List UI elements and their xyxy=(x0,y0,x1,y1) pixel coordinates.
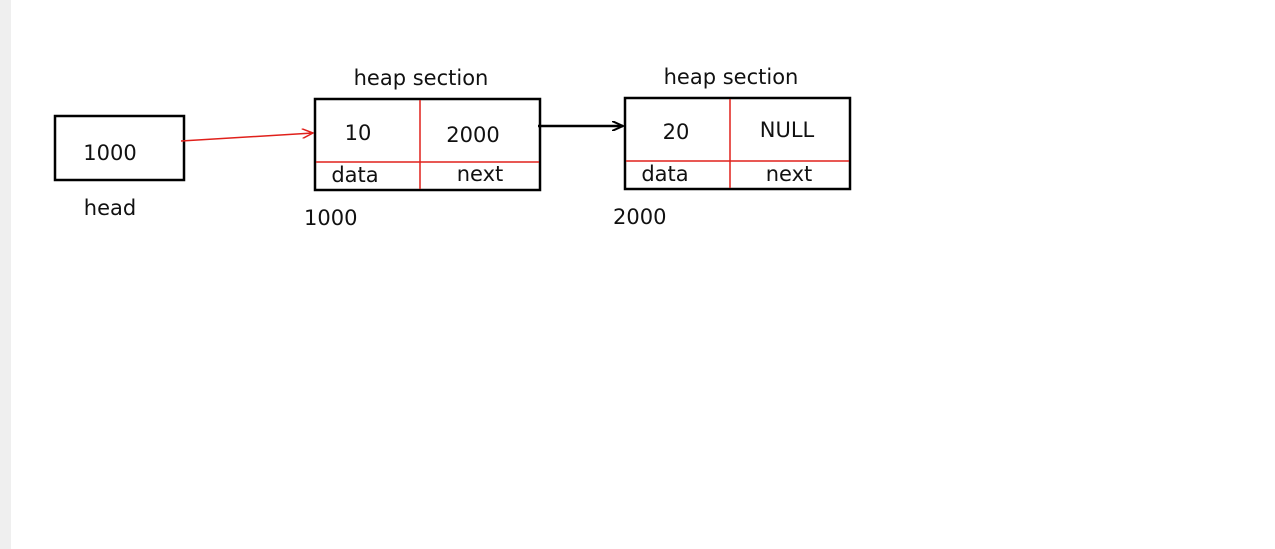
node-2-next-label: next xyxy=(766,162,813,186)
head-pointer: 1000 head xyxy=(53,114,186,220)
node-2: heap section 20 NULL data next 2000 xyxy=(613,65,852,229)
node-1-address: 1000 xyxy=(304,206,357,230)
head-to-node1-arrow xyxy=(180,133,313,142)
left-margin-bar xyxy=(0,0,11,549)
head-value: 1000 xyxy=(83,141,136,165)
node-2-title: heap section xyxy=(664,65,799,89)
node-2-box xyxy=(623,96,852,191)
node-2-data-value: 20 xyxy=(663,120,690,144)
node-1: heap section 10 2000 data next 1000 xyxy=(304,66,542,230)
node-2-data-label: data xyxy=(641,162,688,186)
node-1-next-label: next xyxy=(457,162,504,186)
node-2-address: 2000 xyxy=(613,205,666,229)
node-1-data-label: data xyxy=(331,163,378,187)
node-1-box xyxy=(313,97,542,192)
head-box xyxy=(53,114,186,182)
node-1-next-value: 2000 xyxy=(446,123,499,147)
node-2-next-value: NULL xyxy=(760,118,815,142)
node-1-data-value: 10 xyxy=(345,121,372,145)
node-1-title: heap section xyxy=(354,66,489,90)
head-label: head xyxy=(84,196,136,220)
